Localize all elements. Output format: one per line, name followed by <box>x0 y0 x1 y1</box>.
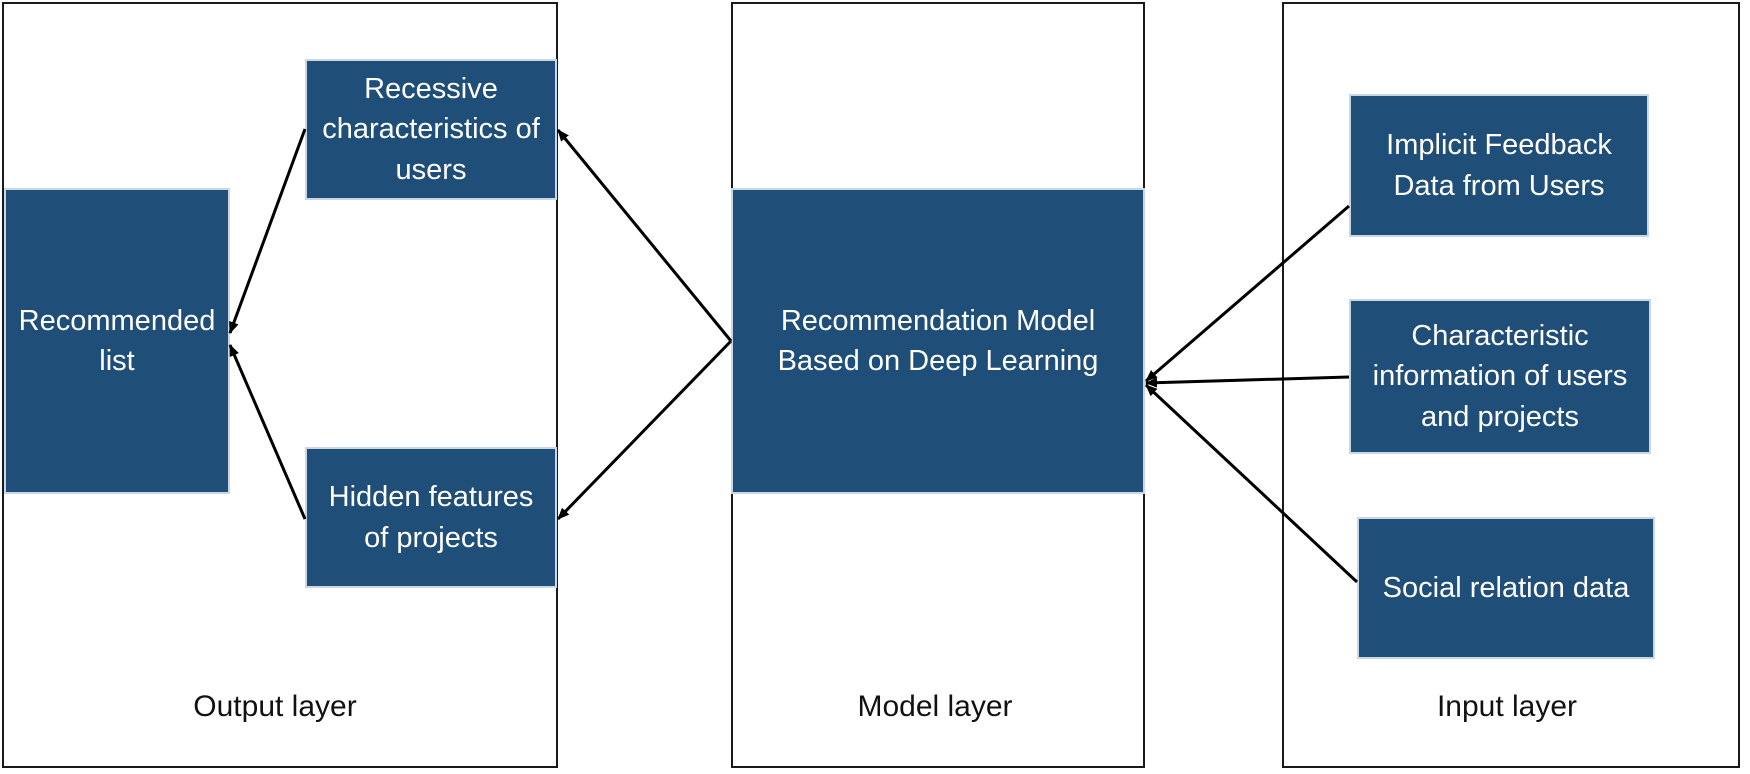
arrow-model-to-recessive <box>556 129 733 342</box>
characteristic-information-text: Characteristic information of users and … <box>1372 320 1628 433</box>
hidden-features-text: Hidden features of projects <box>328 481 534 554</box>
arrow-hidden-to-list <box>228 344 307 520</box>
recommendation-model-text: Recommendation Model Based on Deep Learn… <box>777 304 1099 377</box>
arrow-implicit-to-model <box>1145 204 1350 383</box>
model-layer-label: Model layer <box>857 690 1013 723</box>
social-relation-text: Social relation data <box>1382 571 1630 604</box>
arrow-recessive-to-list <box>228 128 307 334</box>
recommended-list-box: Recommended list <box>4 188 230 494</box>
recommended-list-text: Recommended list <box>18 304 216 377</box>
arrow-model-to-hidden <box>556 339 733 521</box>
social-relation-box: Social relation data <box>1357 517 1655 659</box>
hidden-features-box: Hidden features of projects <box>305 447 557 588</box>
implicit-feedback-text: Implicit Feedback Data from Users <box>1386 129 1612 202</box>
recessive-characteristics-box: Recessive characteristics of users <box>305 59 557 200</box>
arrow-social-to-model <box>1144 383 1359 584</box>
recessive-characteristics-text: Recessive characteristics of users <box>322 73 540 186</box>
output-layer-label: Output layer <box>193 690 357 723</box>
implicit-feedback-box: Implicit Feedback Data from Users <box>1349 94 1649 237</box>
characteristic-information-box: Characteristic information of users and … <box>1349 299 1651 454</box>
arrow-characteristic-to-model <box>1145 375 1350 388</box>
recommendation-model-box: Recommendation Model Based on Deep Learn… <box>731 188 1145 494</box>
input-layer-label: Input layer <box>1436 690 1578 723</box>
